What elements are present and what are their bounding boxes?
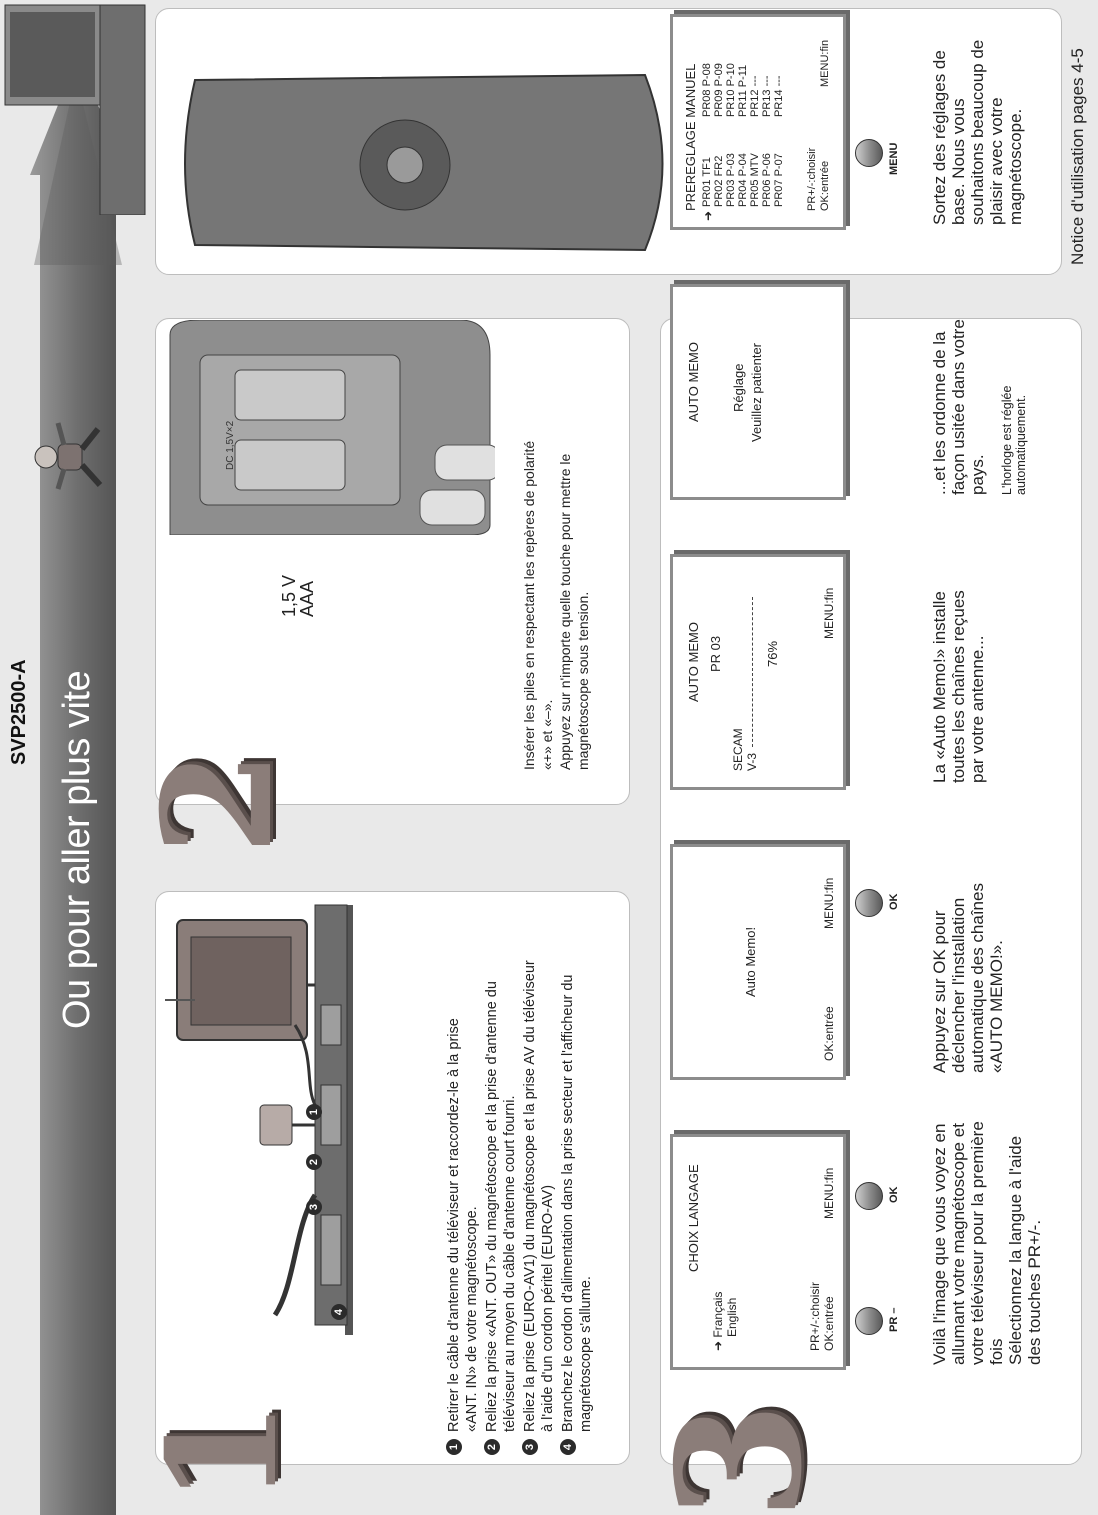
menu-key-label: MENU bbox=[888, 142, 900, 175]
screen-choix-langage: CHOIX LANGAGE ➜ Français English PR+/-:c… bbox=[670, 1134, 846, 1370]
caption-automemo: La «Auto Memo!» installe toutes les chaî… bbox=[930, 590, 987, 783]
step1-number: 1 bbox=[135, 1400, 311, 1505]
battery-type: AAA bbox=[297, 580, 317, 617]
step1-item: 4Branchez le cordon d'alimentation dans … bbox=[559, 895, 595, 1455]
connection-diagram bbox=[165, 904, 353, 1335]
prereglage-col1: PR01 TF1 PR02 FR2 PR03 P-03 PR04 P-04 PR… bbox=[701, 153, 785, 207]
step3-number: 3 bbox=[640, 1401, 840, 1515]
ok-key-2[interactable] bbox=[855, 889, 883, 917]
step2-instructions: Insérer les piles en respectant les repè… bbox=[521, 440, 591, 770]
callout-4: 4 bbox=[330, 1297, 348, 1320]
caption-ordonne: ...et les ordonne de la façon usitée dan… bbox=[930, 319, 987, 495]
step1-item: 1Retirer le câble d'antenne du téléviseu… bbox=[445, 895, 481, 1455]
step2-number: 2 bbox=[130, 750, 306, 855]
prereglage-col2: PR08 P-08 PR09 P-09 PR10 P-10 PR11 P-11 … bbox=[701, 63, 785, 117]
battery-diagram bbox=[169, 320, 495, 535]
ok-key-1-label: OK bbox=[888, 1186, 900, 1204]
remote-control bbox=[184, 73, 664, 252]
battery-voltage: 1,5 V bbox=[279, 574, 299, 617]
pr-minus-key-label: PR – bbox=[888, 1307, 900, 1332]
battery-compartment-label: DC 1,5V×2 bbox=[225, 420, 236, 470]
step1-instructions: 1Retirer le câble d'antenne du téléviseu… bbox=[445, 895, 595, 1455]
caption-sortez: Sortez des réglages de base. Nous vous s… bbox=[930, 39, 1025, 225]
tv-vcr-illustration bbox=[4, 4, 146, 215]
caption-horloge: L'horloge est réglée automatiquement. bbox=[1000, 385, 1028, 495]
callout-2: 2 bbox=[305, 1147, 323, 1170]
battery-spec: 1,5 V AAA bbox=[279, 574, 317, 617]
screen-auto-memo-progress: AUTO MEMO PR 03 SECAM V-3 76% MENU:fin bbox=[670, 554, 846, 790]
screen-prereglage-manuel: PREREGLAGE MANUEL ➜ PR01 TF1 PR02 FR2 PR… bbox=[670, 14, 846, 230]
menu-key[interactable] bbox=[855, 139, 883, 167]
progress-bar bbox=[752, 597, 753, 747]
step1-item: 2Reliez la prise «ANT. OUT» du magnétosc… bbox=[483, 895, 519, 1455]
caption-langage: Voilà l'image que vous voyez en allumant… bbox=[930, 1121, 1044, 1365]
banner-title: Ou pour aller plus vite bbox=[56, 670, 98, 1029]
step1-item: 3Reliez la prise (EURO-AV1) du magnétosc… bbox=[521, 895, 557, 1455]
caption-ok: Appuyez sur OK pour déclencher l'install… bbox=[930, 883, 1006, 1073]
callout-3: 3 bbox=[305, 1192, 323, 1215]
runner-illustration bbox=[34, 422, 103, 490]
callout-1: 1 bbox=[305, 1097, 323, 1120]
banner-arrow bbox=[30, 55, 126, 1515]
ok-key-2-label: OK bbox=[888, 893, 900, 911]
footer-note: Notice d'utilisation pages 4-5 bbox=[1068, 48, 1087, 265]
model-number: SVP2500-A bbox=[8, 659, 30, 765]
screen-auto-memo-wait: AUTO MEMO Réglage Veuillez patienter bbox=[670, 284, 846, 500]
screen-auto-memo-start: Auto Memo! OK:entrée MENU:fin bbox=[670, 844, 846, 1080]
ok-key-1[interactable] bbox=[855, 1182, 883, 1210]
pr-minus-key[interactable] bbox=[855, 1307, 883, 1335]
